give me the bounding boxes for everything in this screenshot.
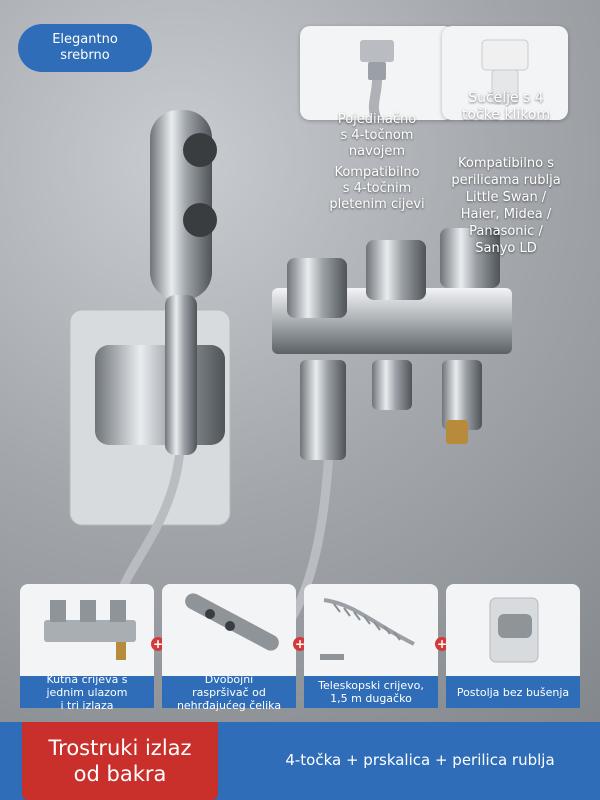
plus-icon: + xyxy=(435,637,449,651)
detail-line: Little Swan / xyxy=(465,190,547,205)
detail-line: Sanyo LD xyxy=(475,241,537,256)
bottom-card-sprayer-caption: Dvobojni raspršivač od nehrđajućeg čelik… xyxy=(162,672,296,712)
caption-line: nehrđajućeg čelika xyxy=(176,698,282,712)
bottom-card-sprayer xyxy=(162,584,296,676)
sprayer-icon xyxy=(185,593,279,651)
bottom-card-angle-valve xyxy=(20,584,154,676)
caption-line: navojem xyxy=(348,144,406,159)
angle-valve-icon xyxy=(44,600,136,660)
footer-title-box: Trostruki izlaz od bakra xyxy=(22,722,218,800)
top-card-click-interface-detail: Kompatibilno s perilicama rublja Little … xyxy=(436,155,576,257)
top-card-hose-connector xyxy=(300,26,454,120)
finish-badge: Elegantno srebrno xyxy=(18,24,152,72)
wall-holder-icon xyxy=(489,597,539,663)
detail-line: Haier, Midea / xyxy=(460,207,552,222)
bottom-card-hose-caption: Teleskopski crijevo, 1,5 m dugačko xyxy=(304,676,438,708)
footer-title-line1: Trostruki izlaz xyxy=(48,736,192,760)
top-card-click-interface xyxy=(442,26,568,120)
detail-line: s 4-točnim xyxy=(342,181,412,196)
detail-line: Panasonic / xyxy=(469,224,543,239)
caption-line: jednim ulazom xyxy=(46,685,128,699)
top-card-hose-connector-caption: Pojedinačno s 4-točnom navojem xyxy=(300,112,454,160)
hose-connector-icon xyxy=(360,40,394,120)
footer-title-line2: od bakra xyxy=(73,762,167,786)
caption-line: s 4-točnom xyxy=(340,128,414,143)
caption-line: raspršivač od xyxy=(192,685,266,699)
detail-line: perilicama rublja xyxy=(451,173,561,188)
caption-line: Sučelje s 4 xyxy=(468,90,544,106)
caption-line: Postolja bez bušenja xyxy=(456,685,570,699)
top-card-click-interface-caption: Sučelje s 4 točke klikom xyxy=(446,90,566,124)
finish-badge-line1: Elegantno xyxy=(52,32,118,47)
footer-tagline: 4-točka + prskalica + perilica rublja xyxy=(285,751,555,769)
click-connector-icon xyxy=(481,39,529,105)
bottom-card-hose xyxy=(304,584,438,676)
caption-line: 1,5 m dugačko xyxy=(330,692,412,705)
caption-line: Pojedinačno xyxy=(337,112,417,127)
caption-line: Teleskopski crijevo, xyxy=(318,679,424,692)
caption-line: točke klikom xyxy=(461,107,551,123)
caption-line: Dvobojni xyxy=(204,672,254,686)
finish-badge-line2: srebrno xyxy=(60,48,110,63)
plus-icon: + xyxy=(151,637,165,651)
detail-line: Kompatibilno s xyxy=(458,156,554,171)
bottom-card-holder-caption: Postolja bez bušenja xyxy=(446,676,580,708)
plus-icon: + xyxy=(293,637,307,651)
bottom-card-angle-valve-caption: Kutna crijeva s jednim ulazom i tri izla… xyxy=(20,672,154,712)
caption-line: Kutna crijeva s xyxy=(46,672,128,686)
detail-line: Kompatibilno xyxy=(334,165,420,180)
detail-line: pletenim cijevi xyxy=(329,197,425,212)
caption-line: i tri izlaza xyxy=(60,698,114,712)
bottom-card-holder xyxy=(446,584,580,676)
coiled-hose-icon xyxy=(320,598,415,660)
top-card-hose-connector-detail: Kompatibilno s 4-točnim pletenim cijevi xyxy=(300,165,454,213)
